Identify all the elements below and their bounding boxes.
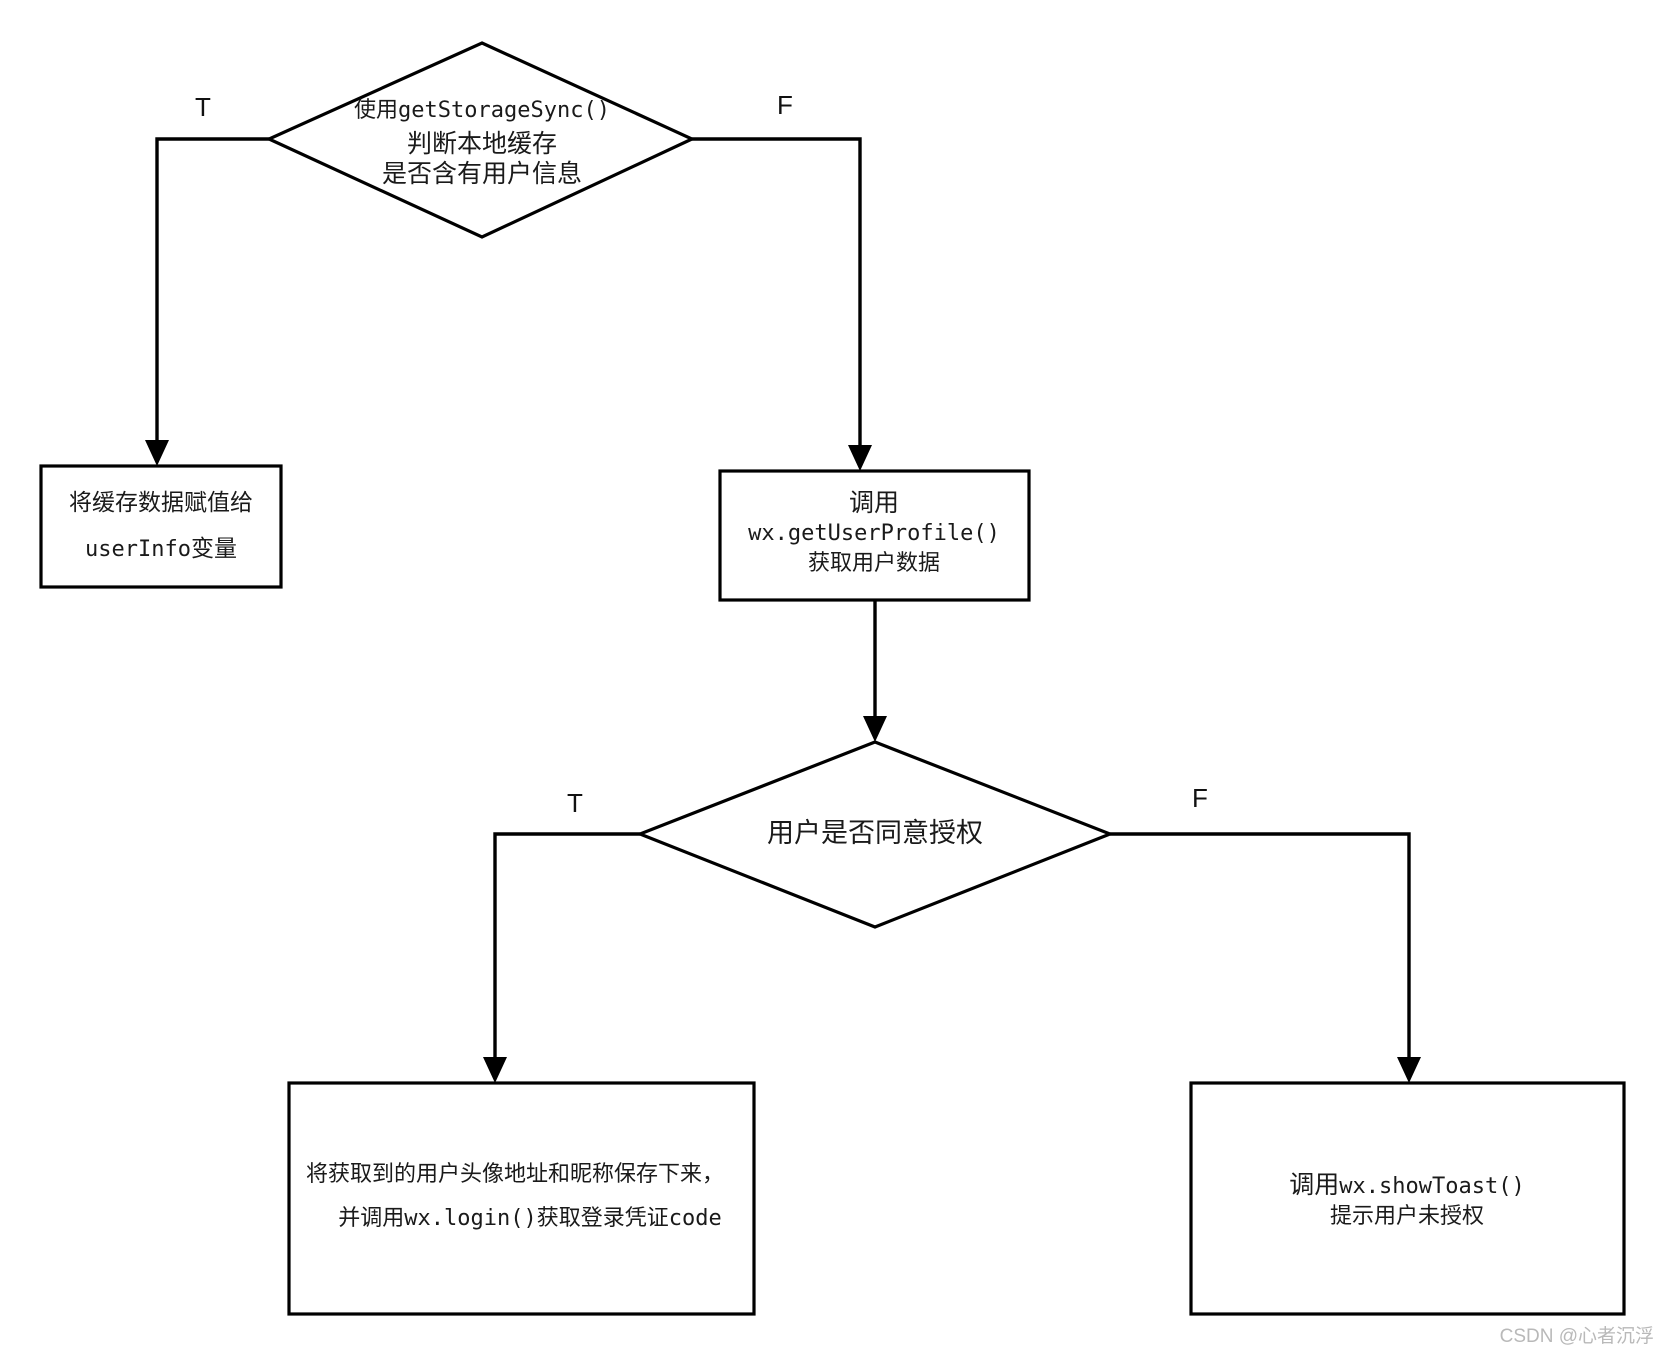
cache-check-line3: 是否含有用户信息 — [381, 159, 582, 188]
cache-check-diamond — [265, 41, 696, 239]
get-profile-box — [718, 469, 1031, 602]
assign-cache-label: 将缓存数据赋值给 userInfo变量 — [69, 492, 253, 561]
save-login-label: 将获取到的用户头像地址和昵称保存下来， 并调用wx.login()获取登录凭证c… — [306, 1164, 724, 1230]
arrowhead-auth-true — [483, 1057, 507, 1083]
toast-line2: 提示用户未授权 — [1329, 1204, 1485, 1229]
toast-code: wx.showToast() — [1339, 1174, 1525, 1199]
edge-label-auth-true: T — [567, 788, 583, 818]
arrowhead-cache-true — [145, 440, 169, 466]
cache-check-label: 使用getStorageSync() 判断本地缓存 是否含有用户信息 — [354, 98, 610, 188]
arrowhead-profile-to-auth — [863, 716, 887, 742]
edge-label-cache-true: T — [195, 92, 211, 122]
cache-check-line2: 判断本地缓存 — [406, 129, 557, 158]
save-login-line1: 将获取到的用户头像地址和昵称保存下来， — [305, 1162, 725, 1187]
save-login-mid: 获取登录凭证 — [536, 1206, 669, 1231]
get-profile-line1: 调用 — [848, 488, 900, 517]
arrowhead-cache-false — [848, 445, 872, 471]
assign-cache-code: userInfo — [85, 537, 191, 562]
edge-auth-false — [1110, 832, 1411, 1059]
assign-cache-line1: 将缓存数据赋值给 — [69, 490, 253, 516]
edge-auth-true — [493, 832, 640, 1059]
get-profile-label: 调用 wx.getUserProfile() 获取用户数据 — [748, 490, 1000, 575]
get-profile-code: wx.getUserProfile() — [748, 521, 1000, 546]
assign-cache-suffix: 变量 — [190, 536, 237, 562]
assign-cache-box — [39, 464, 283, 589]
edge-label-auth-false: F — [1192, 783, 1208, 813]
watermark: CSDN @心者沉浮 — [1499, 1326, 1654, 1347]
get-profile-line3: 获取用户数据 — [807, 551, 941, 576]
cache-check-prefix: 使用 — [354, 98, 399, 123]
edge-cache-true — [155, 137, 269, 442]
save-login-code: wx.login() — [404, 1206, 537, 1231]
edge-cache-false — [692, 137, 862, 447]
arrowhead-auth-false — [1397, 1057, 1421, 1083]
save-login-code2: code — [668, 1206, 722, 1231]
cache-check-code: getStorageSync() — [398, 98, 610, 123]
toast-label: 调用wx.showToast() 提示用户未授权 — [1289, 1172, 1524, 1228]
toast-prefix: 调用 — [1289, 1170, 1340, 1199]
save-login-box — [287, 1081, 756, 1316]
save-login-prefix: 并调用 — [338, 1206, 405, 1231]
auth-check-diamond — [635, 740, 1115, 929]
edge-label-cache-false: F — [777, 90, 793, 120]
auth-check-label: 用户是否同意授权 — [767, 818, 983, 849]
toast-box — [1189, 1081, 1626, 1316]
